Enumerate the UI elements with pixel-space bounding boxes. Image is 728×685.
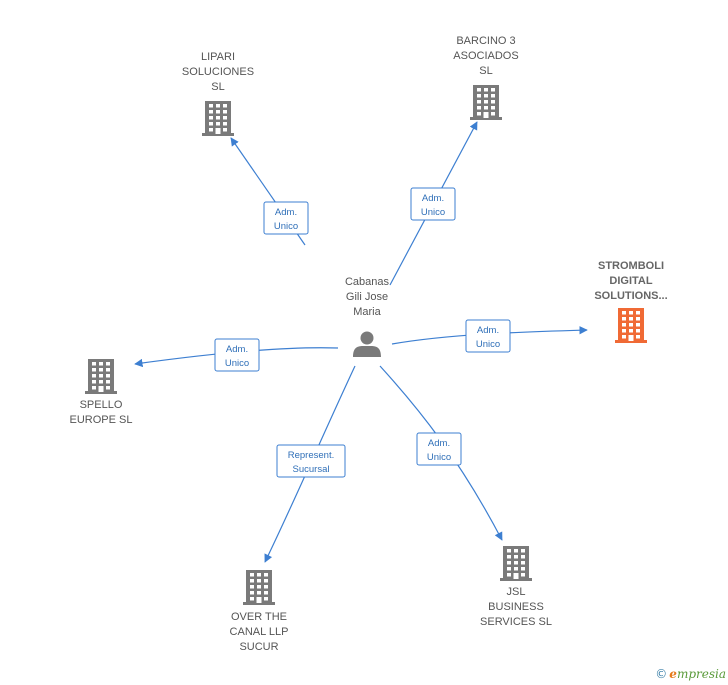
edge-jsl: Adm.Unico	[379, 365, 503, 541]
edge-label-jsl[interactable]: Adm.Unico	[416, 432, 462, 466]
edge-role-text: Adm.Unico	[225, 344, 249, 369]
building-icon[interactable]	[243, 570, 275, 605]
building-icon[interactable]	[85, 359, 117, 394]
edge-role-text: Adm.Unico	[427, 438, 451, 463]
edge-role-text: Adm.Unico	[476, 325, 500, 350]
edge-lipari: Adm.Unico	[230, 137, 309, 246]
brand-initial: e	[669, 667, 677, 681]
edge-role-text: Adm.Unico	[421, 193, 445, 218]
building-icon[interactable]	[202, 101, 234, 136]
edge-role-text: Represent.Sucursal	[288, 450, 334, 475]
building-icon[interactable]	[470, 85, 502, 120]
edge-label-spello[interactable]: Adm.Unico	[214, 338, 260, 372]
edge-label-lipari[interactable]: Adm.Unico	[263, 201, 309, 235]
edge-label-barcino[interactable]: Adm.Unico	[410, 187, 456, 221]
edge-overthecanal: Represent.Sucursal	[264, 365, 356, 563]
edge-barcino: Adm.Unico	[389, 121, 478, 286]
brand-name: mpresia	[676, 667, 726, 681]
person-icon[interactable]	[353, 331, 381, 358]
building-icon[interactable]	[615, 308, 647, 343]
edge-spello: Adm.Unico	[134, 338, 339, 372]
edge-stromboli: Adm.Unico	[391, 319, 588, 353]
edge-role-text: Adm.Unico	[274, 207, 298, 232]
building-icon[interactable]	[500, 546, 532, 581]
edge-label-stromboli[interactable]: Adm.Unico	[465, 319, 511, 353]
edge-label-overthecanal[interactable]: Represent.Sucursal	[276, 444, 346, 478]
empresia-watermark: ©empresia	[655, 667, 726, 681]
copyright-symbol: ©	[655, 667, 668, 681]
